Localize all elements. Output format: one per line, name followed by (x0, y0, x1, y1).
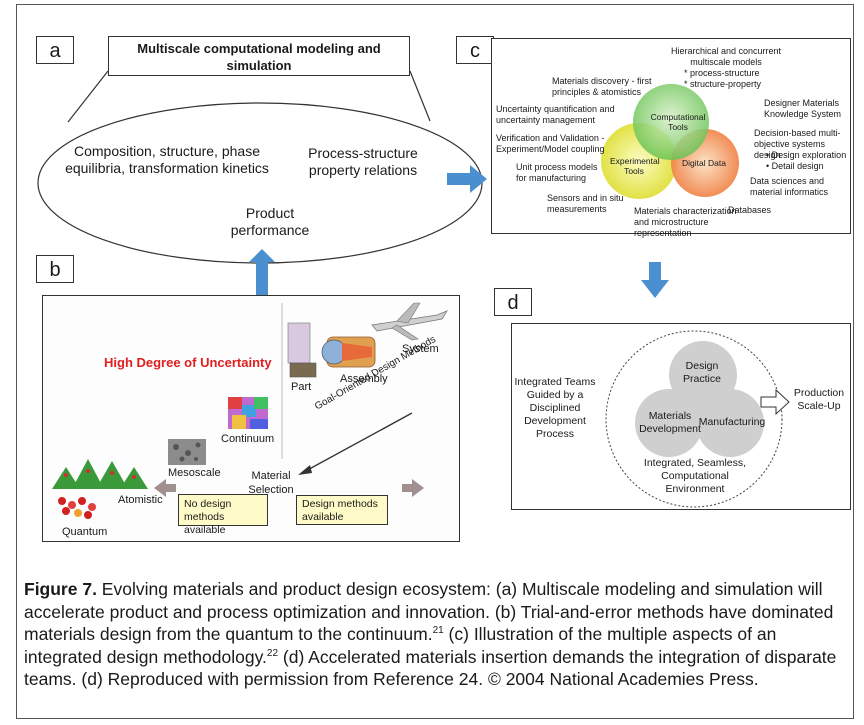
designer-annotation: Designer Materials Knowledge System (764, 98, 842, 119)
caption-ref-21: 21 (432, 625, 444, 637)
production-label: Production Scale-Up (793, 387, 845, 412)
mesoscale-icon (168, 439, 206, 465)
material-selection-label: Material Selection (248, 470, 294, 496)
engine-icon (321, 336, 376, 368)
process-structure-annotation: * process-structure (684, 68, 760, 78)
caption-ref-22: 22 (266, 647, 279, 659)
panel-a-bottom-text: Product performance (230, 205, 310, 238)
panel-b-illustration (52, 302, 448, 519)
arrow-c-to-d (641, 262, 669, 298)
materials-development-label: Materials Development (639, 410, 701, 435)
panel-a-right-text: Process-structure property relations (308, 145, 418, 178)
assembly-label: Assembly (340, 373, 388, 385)
panel-d-label: d (494, 288, 532, 316)
panel-a-shapes (37, 70, 487, 296)
decision-annotation: Decision-based multi-objective systems d… (754, 128, 841, 160)
production-arrow (760, 388, 790, 416)
part-icon (287, 322, 317, 378)
caption-text-1: Evolving materials and product design ec… (24, 579, 834, 644)
grey-arrow-right (402, 479, 424, 497)
data-sciences-annotation: Data sciences and material informatics (750, 176, 829, 197)
uq-annotation: Uncertainty quantification and uncertain… (496, 104, 615, 125)
design-practice-label: Design Practice (683, 360, 721, 385)
materials-development-circle (635, 389, 703, 457)
integrated-teams-label: Integrated Teams Guided by a Disciplined… (514, 376, 596, 440)
grey-arrow-left (154, 479, 176, 497)
quantum-icon (58, 497, 96, 519)
arrow-b-to-a (249, 249, 275, 296)
caption-text-3: (d) Accelerated materials insertion dema… (24, 646, 837, 690)
computational-label: Computational Tools (650, 112, 706, 132)
connector-right (409, 70, 431, 122)
characterization-annotation: Materials characterization and microstru… (634, 206, 737, 238)
caption-figure-number: Figure 7. (24, 579, 97, 599)
detail-design-annotation: • Detail design (766, 161, 824, 171)
uncertainty-label: High Degree of Uncertainty (104, 355, 272, 370)
no-methods-box: No design methods available (178, 494, 268, 536)
computational-circle (633, 84, 709, 160)
vv-annotation: Verification and Validation - Experiment… (496, 133, 605, 154)
environment-label: Integrated, Seamless, Computational Envi… (643, 457, 747, 495)
part-label: Part (291, 381, 312, 393)
quantum-label: Quantum (62, 526, 108, 538)
experimental-label: Experimental Tools (610, 156, 660, 176)
panel-d-diagram (605, 330, 790, 508)
discovery-annotation: Materials discovery - first principles &… (552, 76, 652, 97)
arrow-a-to-c (447, 165, 487, 193)
structure-property-annotation: * structure-property (684, 79, 762, 89)
connector-left (67, 70, 109, 123)
goal-arrow-head (298, 465, 312, 475)
design-exploration-annotation: • Design exploration (766, 150, 847, 160)
panel-a-title: Multiscale computational modeling and si… (108, 36, 410, 76)
digital-label: Digital Data (682, 158, 726, 168)
figure-frame (16, 4, 854, 719)
atomistic-icon (52, 459, 148, 489)
goal-arrow-line (301, 412, 413, 474)
methods-available-box: Design methods available (296, 495, 388, 525)
continuum-icon (228, 397, 268, 429)
hierarchical-annotation: Hierarchical and concurrent multiscale m… (670, 46, 782, 67)
panel-a-left-text: Composition, structure, phase equilibria… (65, 143, 269, 176)
unit-process-annotation: Unit process models for manufacturing (516, 162, 598, 183)
manufacturing-circle (696, 389, 764, 457)
panel-b-label: b (36, 255, 74, 283)
panel-c-venn (601, 84, 739, 199)
airplane-icon (371, 302, 448, 341)
databases-annotation: Databases (728, 205, 772, 215)
system-label: System (402, 343, 439, 355)
figure-caption: Figure 7. Evolving materials and product… (24, 578, 838, 691)
sensors-annotation: Sensors and in situ measurements (547, 193, 624, 214)
caption-text-2: (c) Illustration of the multiple aspects… (24, 624, 777, 667)
panel-a-ellipse (37, 102, 483, 264)
panel-a-label: a (36, 36, 74, 64)
mesoscale-label: Mesoscale (168, 467, 221, 479)
continuum-label: Continuum (221, 433, 275, 445)
panel-c-label: c (456, 36, 494, 64)
atomistic-label: Atomistic (118, 494, 163, 506)
manufacturing-label: Manufacturing (698, 416, 766, 428)
